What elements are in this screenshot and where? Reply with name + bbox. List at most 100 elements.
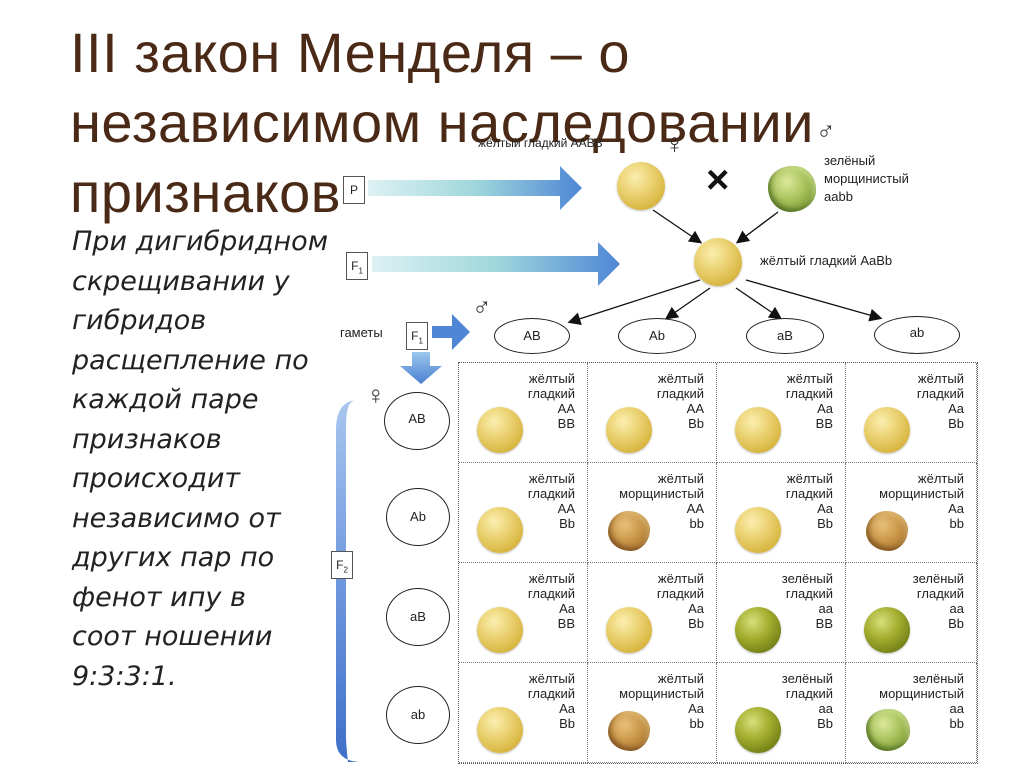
cell-genotype-a: aa: [913, 601, 964, 616]
description-line: независимо от: [72, 499, 362, 539]
title-line-1: III закон Менделя – о: [70, 18, 970, 88]
description-line: фенот ипу в: [72, 578, 362, 618]
male-label-line-2: морщинистый: [824, 170, 909, 188]
male-parent-label: зелёный морщинистый aabb: [824, 152, 909, 206]
male-gamete-label: aB: [777, 328, 793, 343]
yellow-smooth-pea: [735, 507, 781, 553]
green-smooth-pea: [735, 707, 781, 753]
male-gamete-oval: aB: [746, 318, 824, 354]
cell-shape: гладкий: [917, 386, 964, 401]
cell-genotype-b: Bb: [528, 516, 575, 531]
female-gamete-label: AB: [408, 411, 425, 426]
law-description: При дигибридном скрещивании у гибридов р…: [72, 222, 362, 696]
cross-symbol: ×: [706, 158, 729, 203]
female-gamete-oval: Ab: [386, 488, 450, 546]
female-gamete-label: aB: [410, 609, 426, 624]
gametes-label: гаметы: [340, 325, 383, 340]
cell-shape: гладкий: [782, 586, 833, 601]
f1-generation-box: F1: [346, 252, 368, 280]
punnett-cell: жёлтыйгладкийAaBB: [459, 563, 588, 663]
yellow-smooth-pea: [735, 407, 781, 453]
yellow-wrinkled-pea: [608, 511, 650, 551]
cell-genotype-b: Bb: [786, 516, 833, 531]
male-symbol-icon: ♂: [816, 116, 836, 147]
gametes-f1-subscript: 1: [418, 336, 422, 345]
description-line: гибридов: [72, 301, 362, 341]
yellow-wrinkled-pea: [866, 511, 908, 551]
p-generation-box: P: [343, 176, 365, 204]
cell-color: жёлтый: [528, 371, 575, 386]
green-wrinkled-pea: [866, 709, 910, 751]
f2-subscript: 2: [343, 565, 347, 574]
female-gamete-label: Ab: [410, 509, 426, 524]
cell-genotype-a: Aa: [917, 401, 964, 416]
cell-genotype-b: BB: [782, 616, 833, 631]
yellow-smooth-pea: [477, 407, 523, 453]
gametes-f1-box: F1: [406, 322, 428, 350]
gametes-arrow: [432, 314, 470, 350]
hybrid-pea: [694, 238, 742, 286]
parent-yellow-smooth-pea: [617, 162, 665, 210]
cell-shape: морщинистый: [619, 486, 704, 501]
cell-shape: гладкий: [782, 686, 833, 701]
cell-shape: морщинистый: [879, 486, 964, 501]
description-line: признаков: [72, 420, 362, 460]
yellow-smooth-pea: [864, 407, 910, 453]
male-gamete-oval: ab: [874, 316, 960, 354]
cell-genotype-b: BB: [528, 416, 575, 431]
cell-shape: гладкий: [913, 586, 964, 601]
punnett-cell: жёлтыйгладкийAaBB: [717, 363, 846, 463]
description-line: расщепление по: [72, 341, 362, 381]
cell-color: зелёный: [879, 671, 964, 686]
cell-shape: гладкий: [657, 586, 704, 601]
p-generation-label: P: [350, 183, 358, 197]
female-gamete-oval: ab: [386, 686, 450, 744]
female-gamete-symbol-icon: ♀: [366, 380, 386, 411]
cell-shape: морщинистый: [619, 686, 704, 701]
punnett-cell: зелёныйгладкийaaBB: [717, 563, 846, 663]
male-label-line-1: зелёный: [824, 152, 909, 170]
cell-color: жёлтый: [619, 671, 704, 686]
cell-shape: гладкий: [657, 386, 704, 401]
yellow-smooth-pea: [477, 607, 523, 653]
cell-color: жёлтый: [786, 471, 833, 486]
male-gamete-label: ab: [910, 325, 924, 340]
cell-shape: гладкий: [786, 386, 833, 401]
cell-shape: гладкий: [786, 486, 833, 501]
cell-color: жёлтый: [657, 571, 704, 586]
parent-green-wrinkled-pea: [768, 166, 816, 212]
cell-genotype-b: Bb: [657, 616, 704, 631]
f1-generation-arrow: [372, 242, 620, 286]
cell-shape: гладкий: [528, 486, 575, 501]
cell-color: зелёный: [913, 571, 964, 586]
male-gamete-label: AB: [523, 328, 540, 343]
female-gamete-oval: AB: [384, 392, 450, 450]
cell-shape: гладкий: [528, 386, 575, 401]
male-gamete-symbol-icon: ♂: [472, 292, 492, 323]
cell-genotype-b: Bb: [657, 416, 704, 431]
cell-genotype-b: BB: [786, 416, 833, 431]
cell-genotype-a: Aa: [786, 501, 833, 516]
cell-color: жёлтый: [657, 371, 704, 386]
female-gamete-oval: aB: [386, 588, 450, 646]
male-gamete-oval: Ab: [618, 318, 696, 354]
cell-genotype-a: Aa: [528, 701, 575, 716]
cell-genotype-a: Aa: [528, 601, 575, 616]
description-line: При дигибридном: [72, 222, 362, 262]
cell-genotype-a: aa: [782, 601, 833, 616]
cell-genotype-a: Aa: [786, 401, 833, 416]
yellow-smooth-pea: [477, 707, 523, 753]
cell-color: жёлтый: [619, 471, 704, 486]
hybrid-label: жёлтый гладкий AaBb: [760, 253, 892, 268]
cell-genotype-a: aa: [782, 701, 833, 716]
cell-genotype-a: AA: [528, 401, 575, 416]
cell-genotype-a: AA: [528, 501, 575, 516]
